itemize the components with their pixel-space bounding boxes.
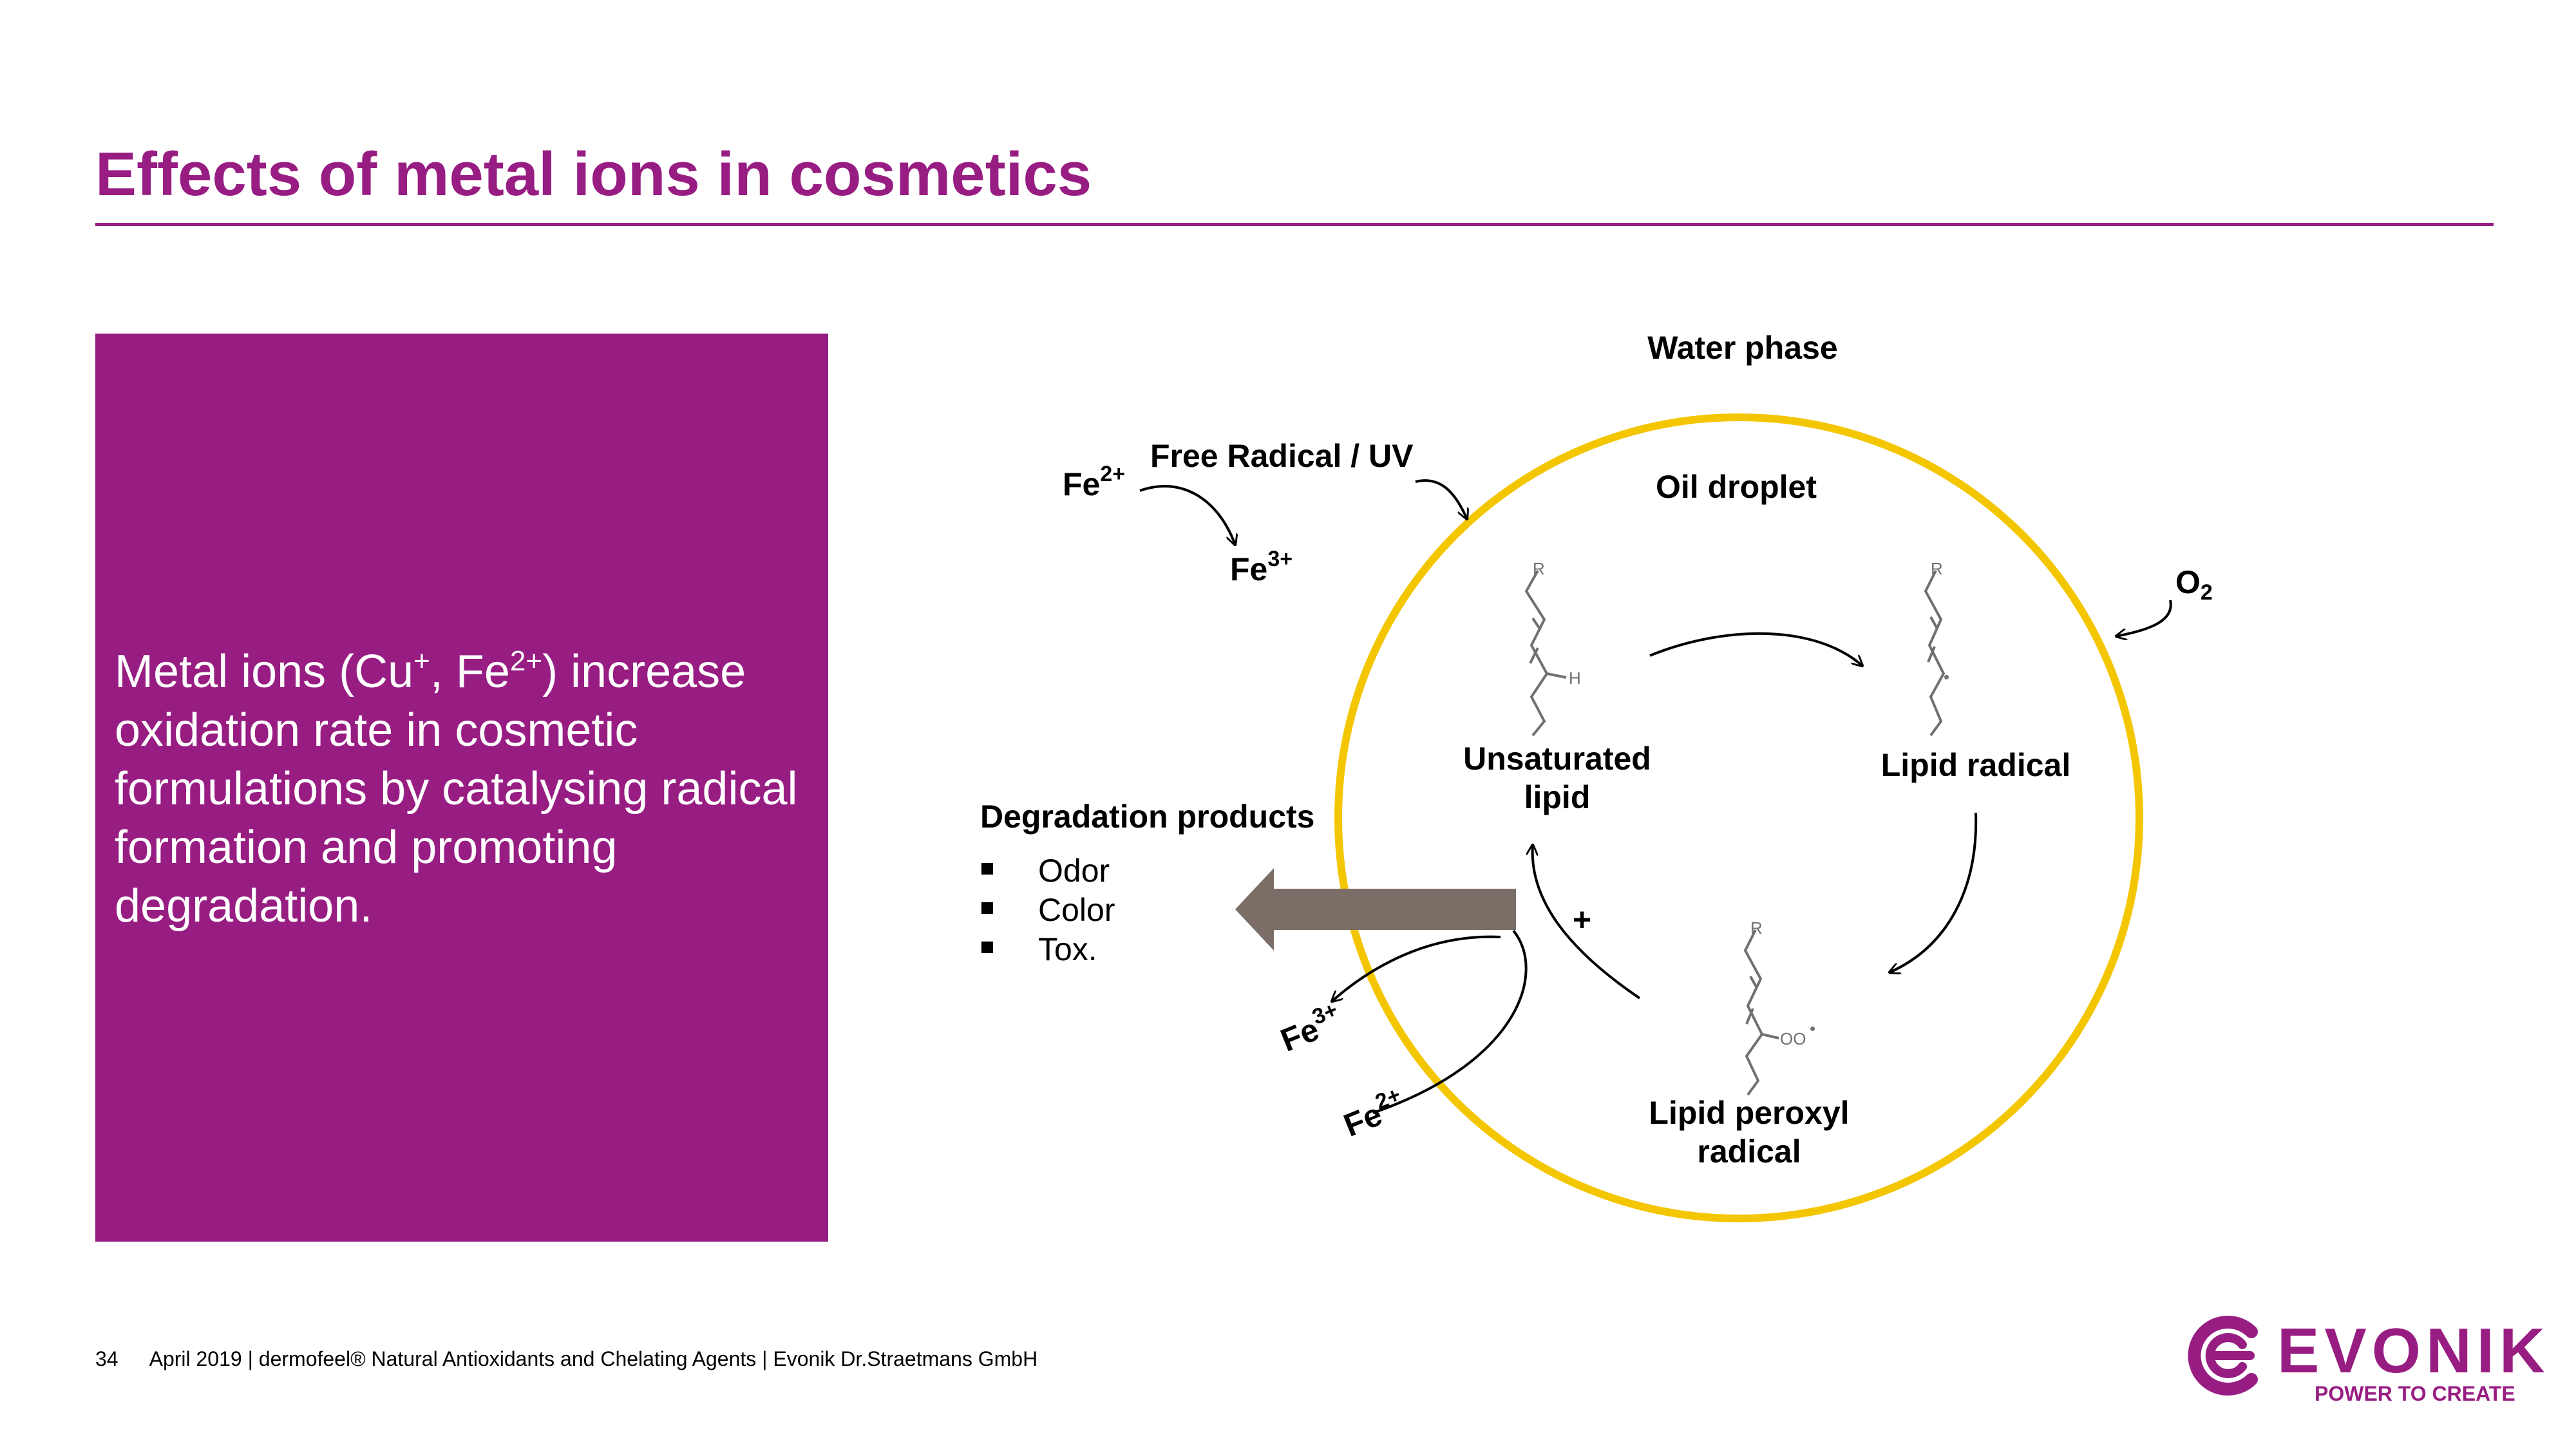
fe-base: Fe	[1063, 466, 1101, 502]
fe3-label-top: Fe3+	[1230, 547, 1293, 589]
molecule-h-label: H	[1569, 668, 1581, 688]
oil-droplet-ring	[1334, 413, 2143, 1222]
molecule-r-label: R	[1750, 918, 1763, 938]
unsaturated-lipid-molecule	[1524, 570, 1567, 737]
lipid-radical-label: Lipid radical	[1880, 747, 2071, 783]
fe-reduction-loop-arrow	[1332, 929, 1528, 1114]
radical-dot-label: •	[1810, 1019, 1815, 1038]
degradation-item-color: Color	[1038, 892, 1115, 928]
summary-text-part: ) increase oxidation rate in cosmetic fo…	[115, 646, 798, 932]
degradation-item-odor: Odor	[1038, 853, 1110, 889]
logo-tagline: POWER TO CREATE	[2315, 1382, 2515, 1405]
summary-text: Metal ions (Cu+, Fe2+) increase oxidatio…	[115, 643, 817, 936]
bullet-square-icon	[981, 942, 993, 953]
fe-base: Fe	[1230, 551, 1268, 587]
degradation-item-tox: Tox.	[1038, 931, 1097, 967]
summary-text-part: Metal ions (Cu	[115, 646, 414, 697]
o2-base: O	[2175, 564, 2201, 600]
bullet-square-icon	[981, 863, 993, 875]
degradation-arrow	[1235, 868, 1516, 951]
fe-charge: 2+	[1100, 462, 1126, 486]
summary-panel: Metal ions (Cu+, Fe2+) increase oxidatio…	[95, 334, 828, 1242]
lipid-peroxyl-molecule	[1743, 929, 1779, 1096]
slide-footer: 34 April 2019 | dermofeel® Natural Antiox…	[95, 1347, 1037, 1371]
list-item: Tox.	[979, 930, 1115, 969]
summary-superscript: +	[413, 645, 430, 677]
list-item: Odor	[979, 851, 1115, 891]
unsaturated-lipid-label: Unsaturated lipid	[1463, 741, 1651, 815]
evonik-e-mark-icon	[2188, 1316, 2258, 1396]
title-underline	[95, 223, 2494, 226]
summary-superscript: 2+	[509, 645, 543, 677]
molecule-r-label: R	[1931, 559, 1943, 578]
list-item: Color	[979, 891, 1115, 930]
page-number: 34	[95, 1347, 118, 1370]
o2-label: O2	[2175, 563, 2213, 603]
o2-subscript: 2	[2200, 580, 2213, 605]
fe-conversion-arrow	[1139, 484, 1235, 545]
oxygen-arrow	[2116, 600, 2172, 636]
cycle-arrow-to-unsaturated	[1533, 845, 1641, 999]
oil-droplet-label: Oil droplet	[1656, 469, 1817, 505]
lipid-peroxyl-radical-label: Lipid peroxyl radical	[1649, 1095, 1850, 1170]
lipid-radical-molecule	[1924, 570, 1946, 737]
slide-title: Effects of metal ions in cosmetics	[95, 140, 1092, 209]
fe-charge: 3+	[1267, 547, 1293, 571]
bullet-square-icon	[981, 902, 993, 914]
molecule-r-label: R	[1533, 559, 1545, 578]
fe2-label-top: Fe2+	[1063, 462, 1126, 504]
cycle-arrow-to-lipid-radical	[1649, 632, 1862, 666]
radical-dot-label: •	[1944, 667, 1949, 687]
degradation-products-title: Degradation products	[980, 799, 1315, 835]
free-radical-arrow	[1415, 479, 1467, 519]
degradation-products-list: Odor Color Tox.	[979, 851, 1115, 969]
footer-text: April 2019 | dermofeel® Natural Antioxid…	[149, 1347, 1038, 1370]
logo-wordmark: EVONIK	[2277, 1315, 2550, 1386]
water-phase-label: Water phase	[1647, 330, 1838, 366]
peroxyl-oo-label: OO	[1780, 1029, 1806, 1048]
free-radical-uv-label: Free Radical / UV	[1150, 438, 1414, 474]
cycle-arrow-to-peroxyl	[1889, 812, 1978, 972]
summary-text-part: , Fe	[430, 646, 510, 697]
evonik-logo: EVONIK POWER TO CREATE	[2181, 1314, 2545, 1405]
plus-sign: +	[1573, 902, 1592, 938]
